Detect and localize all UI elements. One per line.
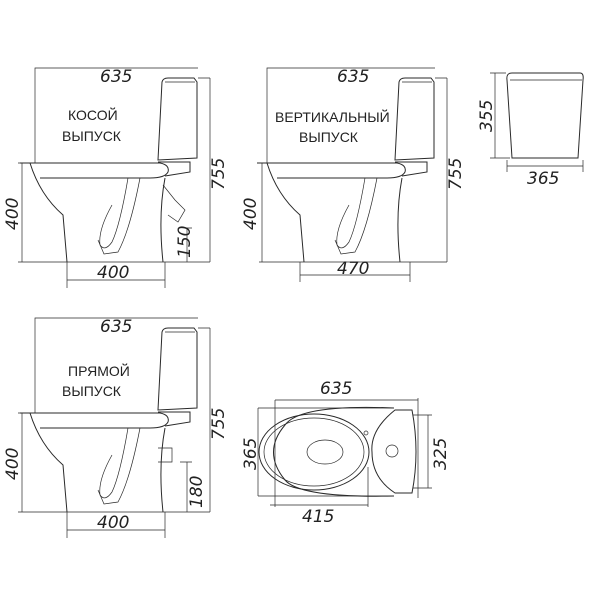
view-vertical-outlet: 635 ВЕРТИКАЛЬНЫЙ ВЫПУСК 400 755 470 — [241, 67, 466, 282]
outlet-type-label: ВЕРТИКАЛЬНЫЙ — [275, 108, 390, 125]
dim-outlet-height: 150 — [175, 226, 195, 258]
dim-base-width: 400 — [97, 513, 129, 533]
dim-tank-width: 325 — [431, 438, 451, 470]
tank-outline — [506, 72, 584, 159]
view-top: 635 365 325 415 — [241, 379, 451, 527]
dim-base-width: 400 — [97, 263, 129, 283]
toilet-side-outline — [19, 327, 198, 513]
view-straight-outlet: 635 ПРЯМОЙ ВЫПУСК 400 755 180 400 — [3, 317, 229, 538]
dim-total-height: 755 — [446, 158, 466, 190]
view-oblique-outlet: 635 КОСОЙ ВЫПУСК 400 755 150 400 — [3, 67, 229, 288]
flush-button-icon — [385, 444, 399, 458]
dim-total-height: 755 — [209, 408, 229, 440]
dim-length: 635 — [100, 67, 132, 87]
dim-length: 635 — [337, 67, 369, 87]
dim-seat-height: 400 — [3, 448, 23, 480]
tank-top-outline — [371, 409, 417, 494]
oblique-outlet-pipe — [162, 184, 186, 223]
outlet-type-label: ВЫПУСК — [62, 128, 122, 144]
outlet-type-label: ВЫПУСК — [62, 383, 122, 399]
dim-total-height: 755 — [209, 158, 229, 190]
dim-top-width: 365 — [241, 438, 261, 470]
bowl-opening — [306, 439, 344, 465]
toilet-side-outline — [19, 77, 198, 263]
straight-outlet-pipe — [158, 447, 173, 463]
dim-seat-height: 400 — [3, 198, 23, 230]
seat-outline — [258, 413, 370, 491]
view-tank-front: 355 365 — [477, 72, 584, 189]
dim-mount-distance: 415 — [302, 507, 334, 527]
bowl-outline — [273, 406, 395, 497]
dim-tank-width: 365 — [527, 169, 559, 189]
dim-seat-height: 400 — [241, 198, 261, 230]
outlet-type-label: КОСОЙ — [68, 106, 118, 123]
outlet-type-label: ПРЯМОЙ — [68, 362, 130, 379]
toilet-side-outline — [256, 77, 435, 263]
dim-top-length: 635 — [320, 379, 352, 399]
dim-base-width: 470 — [337, 259, 369, 279]
outlet-type-label: ВЫПУСК — [299, 129, 359, 145]
dim-length: 635 — [100, 317, 132, 337]
dim-tank-height: 355 — [477, 100, 497, 132]
dim-outlet-height: 180 — [187, 476, 207, 508]
